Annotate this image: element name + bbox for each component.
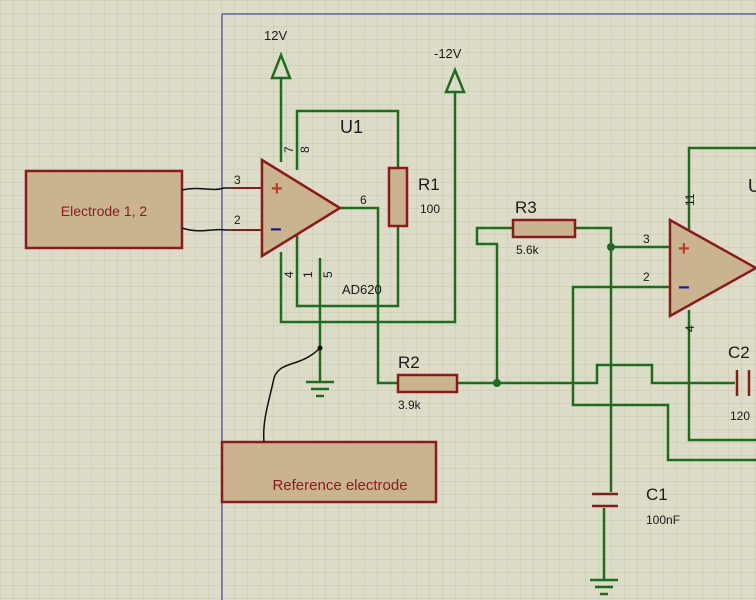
r2-ref-label: R2 xyxy=(398,353,420,372)
electrode-leads xyxy=(181,187,262,232)
power-arrow-icon xyxy=(444,66,466,94)
ground-symbol-u1 xyxy=(306,380,334,398)
r2-resistor[interactable]: R2 3.9k xyxy=(396,353,459,412)
electrode-block-rect[interactable] xyxy=(24,169,184,250)
reference-block-label: Reference electrode xyxy=(272,477,407,494)
c2-ref-label: C2 xyxy=(728,343,750,362)
u1-pin7-label: 7 xyxy=(282,146,296,153)
power-neg12v-symbol: -12V xyxy=(434,46,466,94)
wires xyxy=(279,78,756,580)
c1-capacitor[interactable]: C1 100nF xyxy=(592,485,680,527)
wire-pin6-r2[interactable] xyxy=(340,206,398,385)
c1-ref-label: C1 xyxy=(646,485,668,504)
r3-body[interactable] xyxy=(511,218,577,239)
electrode-block[interactable]: Electrode 1, 2 xyxy=(24,169,184,250)
u2-amplifier[interactable]: + − 3 2 11 4 U xyxy=(643,176,756,332)
u2-pin3-label: 3 xyxy=(643,232,650,246)
wire-node-r3[interactable] xyxy=(475,226,513,383)
u1-plus-sign: + xyxy=(271,178,283,200)
wire-pin1-r1[interactable] xyxy=(295,226,400,308)
wire-u2-pin4[interactable] xyxy=(687,310,756,442)
u1-triangle[interactable] xyxy=(260,157,343,259)
u2-plus-sign: + xyxy=(678,238,690,260)
r1-ref-label: R1 xyxy=(418,175,440,194)
u1-pin1-label: 1 xyxy=(301,271,315,278)
c2-capacitor[interactable]: C2 120 xyxy=(728,343,750,423)
r3-value-label: 5.6k xyxy=(516,243,540,257)
r3-resistor[interactable]: R3 5.6k xyxy=(511,198,577,257)
u2-minus-sign: − xyxy=(678,277,690,299)
wire-pin4-vneg[interactable] xyxy=(279,92,457,324)
reference-lead-dot xyxy=(317,345,323,351)
u2-pin2-label: 2 xyxy=(643,270,650,284)
u2-ref-label: U xyxy=(748,176,756,196)
reference-block[interactable]: Reference electrode xyxy=(220,440,438,504)
u1-amplifier[interactable]: + − 3 2 6 7 8 4 1 5 U1 AD620 xyxy=(232,117,382,297)
power-12v-label: 12V xyxy=(264,28,287,43)
r3-ref-label: R3 xyxy=(515,198,537,217)
u1-pin3-label: 3 xyxy=(234,173,241,187)
u2-triangle[interactable] xyxy=(668,217,756,319)
u1-pin2-label: 2 xyxy=(234,213,241,227)
junction-dot-node xyxy=(493,379,501,387)
wire-to-c2[interactable] xyxy=(588,363,735,385)
power-neg12v-label: -12V xyxy=(434,46,462,61)
c1-value-label: 100nF xyxy=(646,513,680,527)
wire-u2-pin11[interactable] xyxy=(687,146,756,232)
power-arrow-icon xyxy=(270,51,292,80)
electrode-lead-pin3[interactable] xyxy=(181,187,262,191)
u1-pin8-label: 8 xyxy=(298,146,312,153)
electrode-lead-pin2[interactable] xyxy=(181,227,262,232)
u1-pin6-label: 6 xyxy=(360,193,367,207)
c2-value-label: 120 xyxy=(730,409,750,423)
r1-body[interactable] xyxy=(387,166,409,228)
electrode-block-label: Electrode 1, 2 xyxy=(61,203,148,219)
u1-pin4-label: 4 xyxy=(282,271,296,278)
r2-value-label: 3.9k xyxy=(398,398,422,412)
reference-lead[interactable] xyxy=(262,347,321,443)
wire-u2-minus-loop[interactable] xyxy=(571,285,756,462)
r2-body[interactable] xyxy=(396,373,459,394)
r1-resistor[interactable]: R1 100 xyxy=(387,166,440,228)
u1-minus-sign: − xyxy=(270,219,282,241)
r1-value-label: 100 xyxy=(420,202,440,216)
u1-pin5-label: 5 xyxy=(321,271,335,278)
reference-block-rect[interactable] xyxy=(220,440,438,504)
ground-symbol-c1 xyxy=(590,578,618,596)
power-12v-symbol: 12V xyxy=(264,28,292,80)
u2-pin4-label: 4 xyxy=(683,325,697,332)
wire-pin8-r1[interactable] xyxy=(295,109,400,170)
wire-r3-u2plus[interactable] xyxy=(575,226,670,249)
u1-part-label: AD620 xyxy=(342,282,382,297)
u1-ref-label: U1 xyxy=(340,117,363,137)
u2-pin11-label: 11 xyxy=(683,193,697,206)
junction-dot-r3 xyxy=(607,243,615,251)
